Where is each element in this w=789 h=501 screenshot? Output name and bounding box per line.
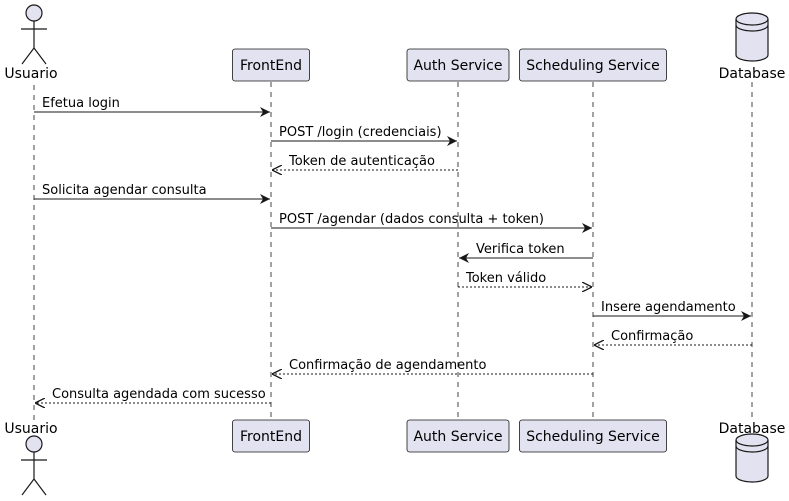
message-4: Solicita agendar consulta: [34, 183, 270, 204]
participant-auth-bottom: Auth Service: [406, 419, 510, 453]
message-5: POST /agendar (dados consulta + token): [271, 212, 592, 233]
actor-icon: [21, 4, 47, 65]
participant-database-bottom: Database: [719, 421, 786, 483]
database-label: Database: [719, 66, 786, 82]
message-label: Confirmação de agendamento: [289, 358, 486, 373]
participant-scheduling-top: Scheduling Service: [519, 48, 667, 82]
database-label: Database: [719, 421, 786, 437]
message-label: Insere agendamento: [601, 300, 736, 315]
participant-box: [519, 419, 667, 453]
participant-box: [232, 419, 310, 453]
message-3: Token de autenticação: [272, 154, 458, 170]
participant-box: [406, 48, 510, 82]
participant-label: Auth Service: [413, 58, 502, 74]
message-7: Token válido: [458, 271, 592, 287]
participant-label: FrontEnd: [240, 429, 302, 445]
message-label: Consulta agendada com sucesso: [52, 387, 266, 402]
message-label: Confirmação: [611, 329, 693, 344]
message-8: Insere agendamento: [593, 300, 751, 321]
message-label: POST /agendar (dados consulta + token): [279, 212, 544, 227]
actor-label: Usuario: [4, 66, 57, 82]
participant-usuario-bottom: Usuario: [4, 421, 58, 496]
message-label: POST /login (credenciais): [279, 125, 442, 140]
participant-auth-top: Auth Service: [406, 48, 510, 82]
participant-label: Scheduling Service: [526, 58, 660, 74]
participant-scheduling-bottom: Scheduling Service: [519, 419, 667, 453]
participant-label: Scheduling Service: [526, 429, 660, 445]
message-label: Efetua login: [42, 96, 120, 111]
message-1: Efetua login: [34, 96, 270, 117]
message-10: Confirmação de agendamento: [272, 358, 593, 374]
database-icon: [735, 433, 769, 483]
message-11: Consulta agendada com sucesso: [35, 387, 271, 403]
participant-headers-top: Usuario FrontEnd Auth Service Scheduling Se…: [4, 4, 786, 82]
participant-database-top: Database: [719, 12, 786, 82]
participant-box: [232, 48, 310, 82]
message-2: POST /login (credenciais): [271, 125, 457, 146]
actor-label: Usuario: [4, 421, 57, 437]
message-label: Solicita agendar consulta: [42, 183, 207, 198]
participant-box: [406, 419, 510, 453]
message-label: Token de autenticação: [288, 154, 435, 169]
participant-label: FrontEnd: [240, 58, 302, 74]
participant-frontend-bottom: FrontEnd: [232, 419, 310, 453]
participant-box: [519, 48, 667, 82]
actor-icon: [21, 435, 47, 496]
lifelines: [33, 82, 753, 420]
message-6: Verifica token: [459, 242, 593, 263]
message-label: Verifica token: [476, 242, 565, 257]
participant-frontend-top: FrontEnd: [232, 48, 310, 82]
database-icon: [735, 12, 769, 62]
message-9: Confirmação: [594, 329, 752, 345]
participant-label: Auth Service: [413, 429, 502, 445]
message-label: Token válido: [465, 271, 546, 286]
participant-usuario-top: Usuario: [4, 4, 58, 82]
